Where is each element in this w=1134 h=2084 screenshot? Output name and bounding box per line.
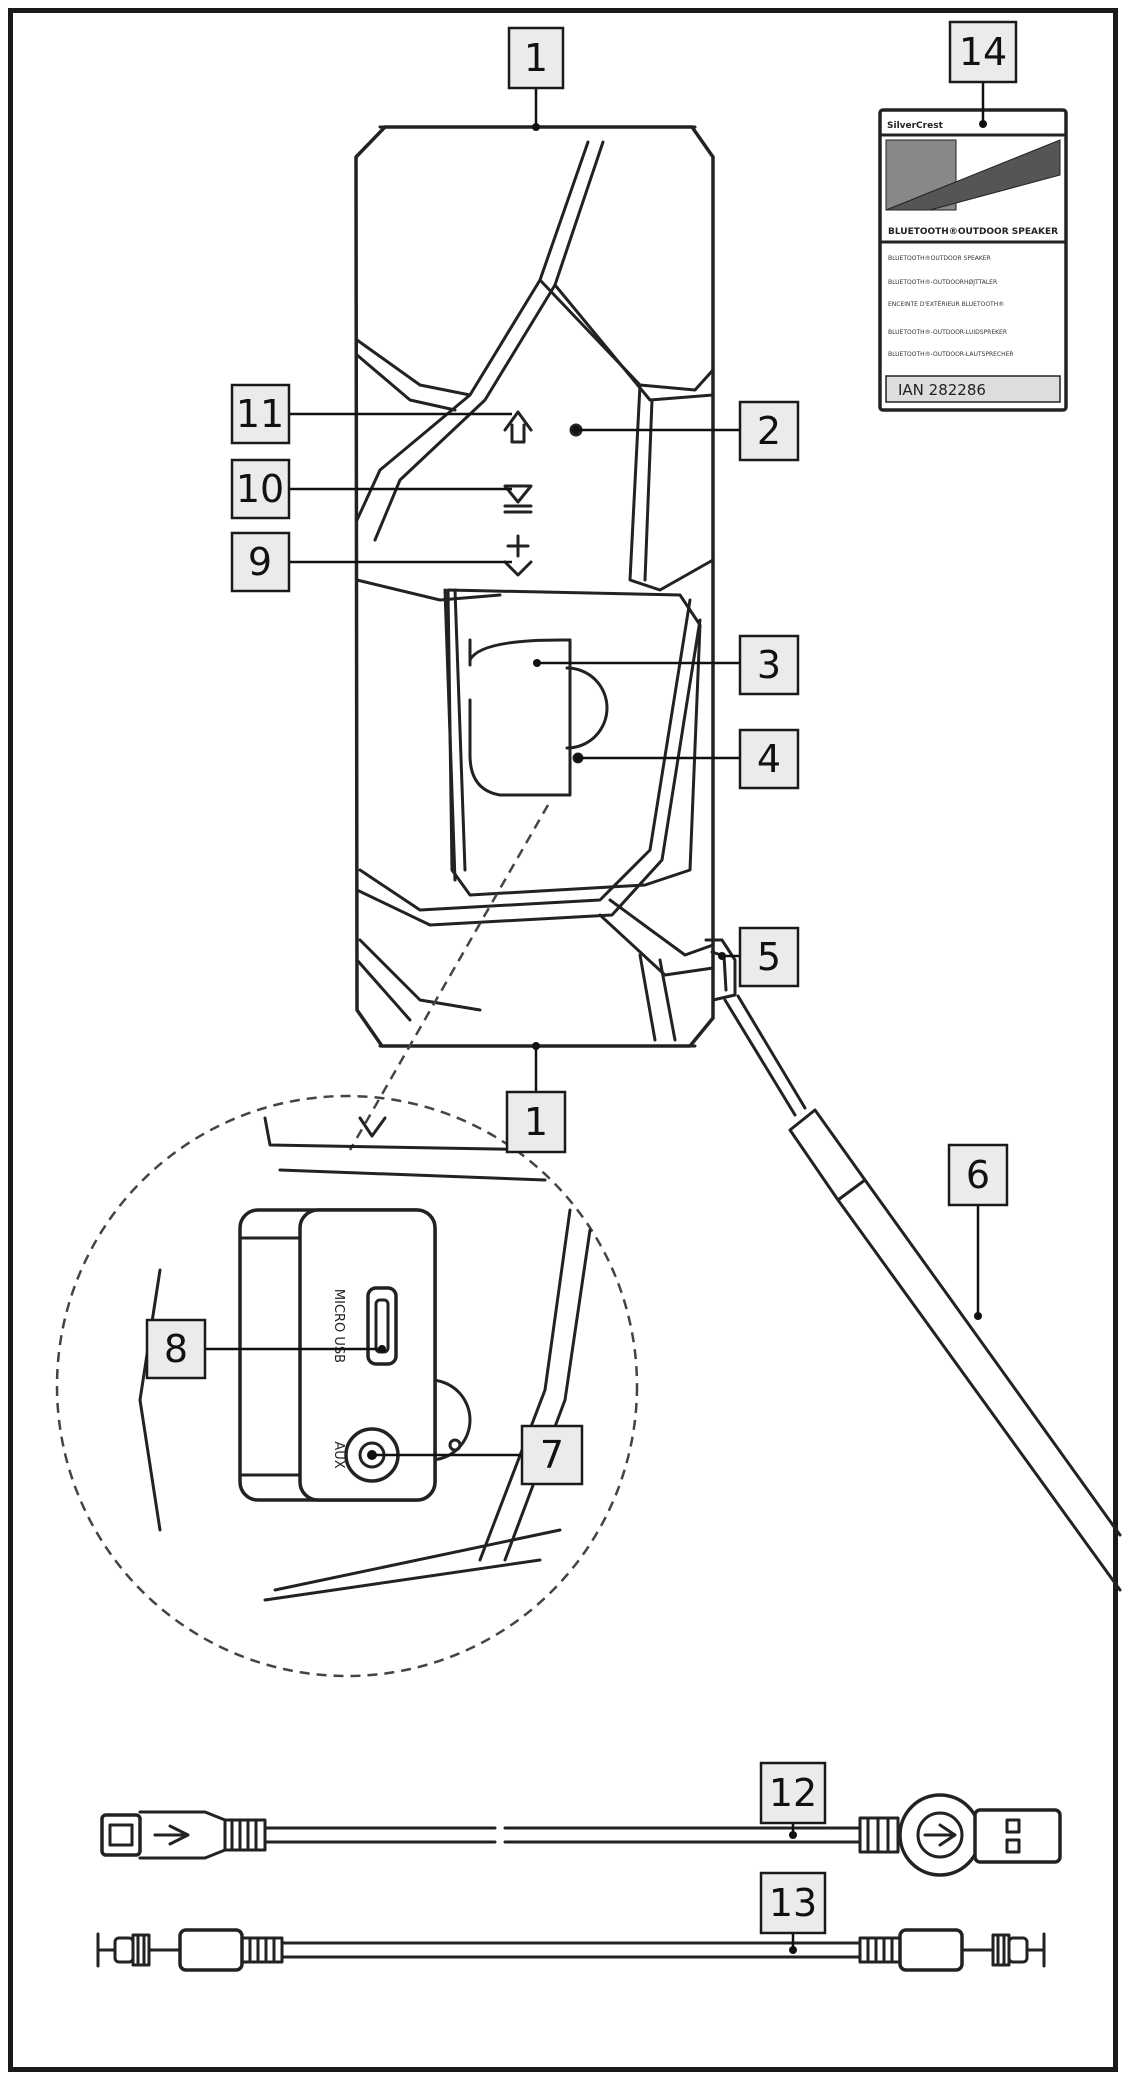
aux-cable: [96, 1928, 1046, 1972]
usb-cable: [100, 1793, 1062, 1877]
micro-usb-label: MICRO USB: [331, 1289, 346, 1363]
plus-down-icon: [503, 534, 533, 577]
svg-text:1: 1: [524, 36, 548, 80]
svg-text:13: 13: [769, 1881, 817, 1925]
callout-10: 10: [230, 458, 291, 520]
svg-text:12: 12: [769, 1771, 817, 1815]
operating-manual: SilverCrest BLUETOOTH®OUTDOOR SPEAKER BL…: [878, 108, 1068, 412]
callout-8: 8: [145, 1318, 207, 1380]
callout-11: 11: [230, 383, 291, 445]
speaker-body: [354, 125, 737, 1048]
svg-text:2: 2: [757, 409, 781, 453]
svg-text:9: 9: [248, 540, 272, 584]
manual-line-1: BLUETOOTH®OUTDOOR SPEAKER: [888, 255, 991, 262]
callout-4: 4: [738, 728, 800, 790]
callout-7: 7: [520, 1424, 584, 1486]
diagram-frame: [8, 8, 1118, 2072]
manual-line-2: BLUETOOTH®-OUTDOORHØJTTALER: [888, 279, 997, 286]
svg-text:5: 5: [757, 935, 781, 979]
svg-text:3: 3: [757, 643, 781, 687]
svg-text:7: 7: [540, 1433, 564, 1477]
svg-text:10: 10: [236, 467, 284, 511]
svg-text:8: 8: [164, 1327, 188, 1371]
svg-text:14: 14: [959, 30, 1007, 74]
manual-line-3: ENCEINTE D'EXTÉRIEUR BLUETOOTH®: [888, 300, 1004, 308]
svg-text:6: 6: [966, 1153, 990, 1197]
manual-line-4: BLUETOOTH®-OUTDOOR-LUIDSPREKER: [888, 329, 1007, 336]
svg-text:11: 11: [236, 392, 284, 436]
carrying-strap: [723, 994, 1122, 1592]
callout-6: 6: [947, 1143, 1009, 1207]
svg-text:4: 4: [757, 737, 781, 781]
manual-ian: IAN 282286: [898, 381, 986, 399]
manual-line-5: BLUETOOTH®-OUTDOOR-LAUTSPRECHER: [888, 351, 1014, 358]
aux-label: AUX: [331, 1441, 346, 1468]
manual-title: BLUETOOTH®OUTDOOR SPEAKER: [888, 227, 1058, 237]
port-detail-zoom: MICRO USB AUX: [55, 804, 639, 1678]
leader-lines: [205, 82, 987, 1954]
manual-brand: SilverCrest: [887, 121, 944, 131]
callout-12: 12: [759, 1761, 827, 1825]
callout-5: 5: [738, 926, 800, 988]
up-arrow-icon: [503, 410, 533, 444]
callout-1-top: 1: [507, 26, 565, 90]
callout-3: 3: [738, 634, 800, 696]
svg-text:1: 1: [524, 1100, 548, 1144]
callout-1-bottom: 1: [505, 1090, 567, 1154]
callout-13: 13: [759, 1871, 827, 1935]
callout-2: 2: [738, 400, 800, 462]
callout-9: 9: [230, 531, 291, 593]
play-pause-icon: [503, 484, 533, 514]
callout-14: 14: [948, 20, 1018, 84]
